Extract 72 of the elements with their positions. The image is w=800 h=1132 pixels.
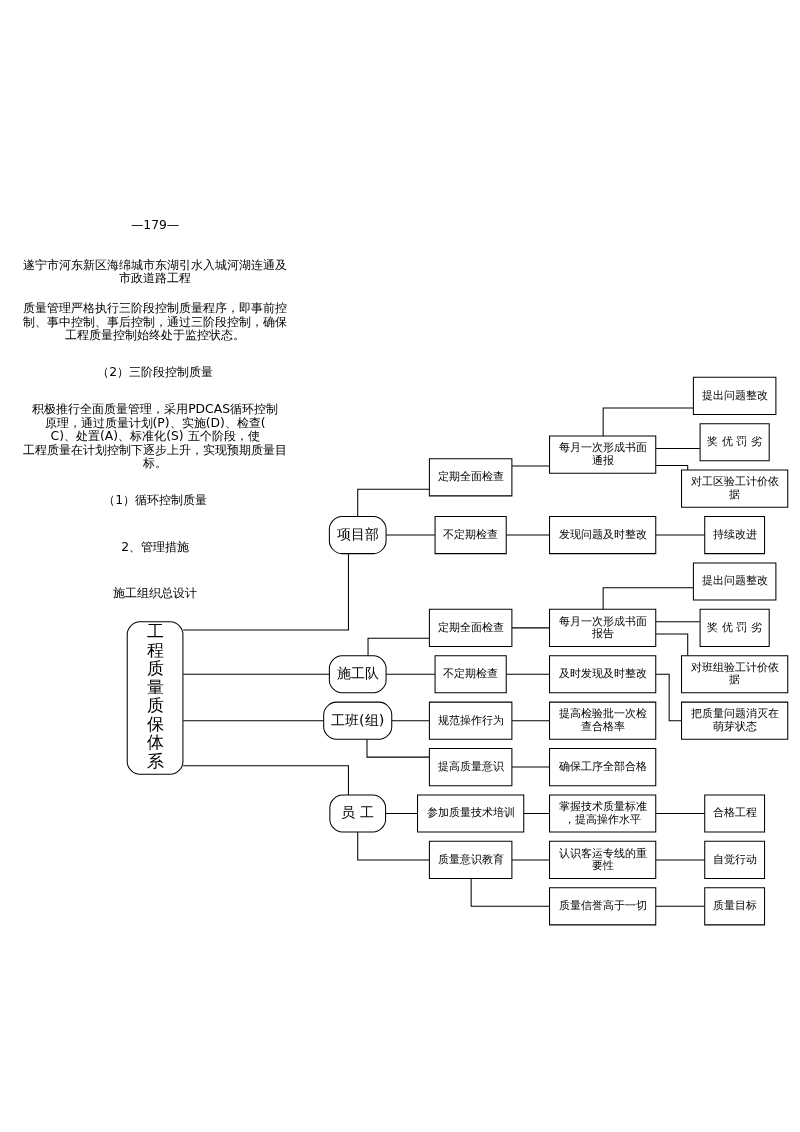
node-box: 每月一次形成书面通报: [549, 435, 657, 474]
connector: [385, 534, 436, 536]
label: （1）循环控制质量: [103, 493, 208, 508]
label: 遂宁市河东新区海绵城市东湖引水入城河湖连通及市政道路工程: [23, 257, 288, 285]
node-box: 不定期检查: [434, 655, 507, 694]
node-box: 掌握技术质量标准，提高操作水平: [549, 794, 657, 833]
connector: [511, 465, 550, 467]
node-box: 参加质量技术培训: [417, 794, 525, 833]
connector: [182, 765, 349, 796]
connector: [655, 534, 706, 536]
node-box: 施工队: [328, 655, 387, 694]
label: 施工组织总设计: [113, 586, 198, 601]
node-box: 质量意识教育: [428, 840, 513, 879]
node-box: 自觉行动: [704, 840, 766, 879]
node-box: 提出问题整改: [692, 376, 777, 415]
connector: [511, 720, 550, 722]
node-box: 提高检验批一次检查合格率: [549, 701, 657, 740]
connector: [511, 766, 550, 768]
connector: [505, 534, 550, 536]
connector: [385, 673, 436, 675]
node-box: 合格工程: [704, 794, 766, 833]
connector: [655, 813, 706, 814]
connector: [511, 859, 550, 861]
node-box: 项目部: [328, 516, 387, 555]
connector: [357, 488, 430, 517]
connector: [655, 621, 701, 623]
label: 质量管理严格执行三阶段控制质量程序，即事前控制、事中控制、事后控制，通过三阶段控制，确保工程质量控制始终处于监控状态。: [23, 301, 288, 343]
node-box: 质量信誉高于一切: [549, 887, 657, 926]
node-box: 规范操作行为: [428, 701, 513, 740]
connector: [182, 673, 330, 675]
node-box: 不定期检查: [434, 516, 507, 555]
node-box: 定期全面检查: [428, 458, 513, 497]
node-box: 奖 优 罚 劣: [699, 608, 770, 647]
connector: [357, 831, 430, 861]
connector: [655, 447, 701, 449]
node-box: 提高质量意识: [428, 748, 513, 787]
node-box: 提出问题整改: [692, 562, 777, 601]
connector: [470, 878, 550, 907]
node-box: 对班组验工计价依据: [681, 655, 789, 694]
label: （2）三阶段控制质量: [97, 365, 214, 380]
connector: [511, 627, 550, 629]
connector: [505, 673, 550, 675]
connector: [391, 720, 430, 722]
label: —179—: [130, 217, 180, 232]
connector: [182, 720, 324, 722]
connector: [655, 633, 689, 657]
node-box: 认识客运专线的重要性: [549, 840, 657, 879]
connector: [366, 738, 430, 758]
node-box: 工班(组): [323, 701, 393, 740]
connector: [523, 813, 550, 814]
label: 积极推行全面质量管理，采用PDCAS循环控制原理，通过质量计划(P)、实施(D)、检查(C)、处置(A)、标准化(S) 五个阶段，使工程质量在计划控制下逐步上升，实现预期质量目标。: [23, 402, 288, 471]
node-box: 奖 优 罚 劣: [699, 423, 770, 462]
connector: [602, 407, 694, 437]
node-box: 对工区验工计价依据: [681, 469, 789, 508]
node-box: 持续改进: [704, 516, 766, 555]
node-box: 发现问题及时整改: [549, 516, 657, 555]
connector: [655, 859, 706, 861]
node-box: 工程质量质保体系: [126, 621, 184, 775]
connector: [182, 553, 349, 631]
label: 2、管理措施: [121, 539, 190, 554]
node-box: 定期全面检查: [428, 608, 513, 647]
connector: [655, 464, 689, 471]
node-box: 确保工序全部合格: [549, 748, 657, 787]
connector: [655, 905, 706, 907]
node-box: 员 工: [329, 794, 387, 833]
node-box: 质量目标: [704, 887, 766, 926]
node-box: 把质量问题消灭在萌芽状态: [681, 701, 789, 740]
node-box: 及时发现及时整改: [549, 655, 657, 694]
connector: [602, 587, 694, 610]
node-box: 每月一次形成书面报告: [549, 608, 657, 647]
connector: [385, 813, 418, 814]
connector: [367, 637, 430, 656]
